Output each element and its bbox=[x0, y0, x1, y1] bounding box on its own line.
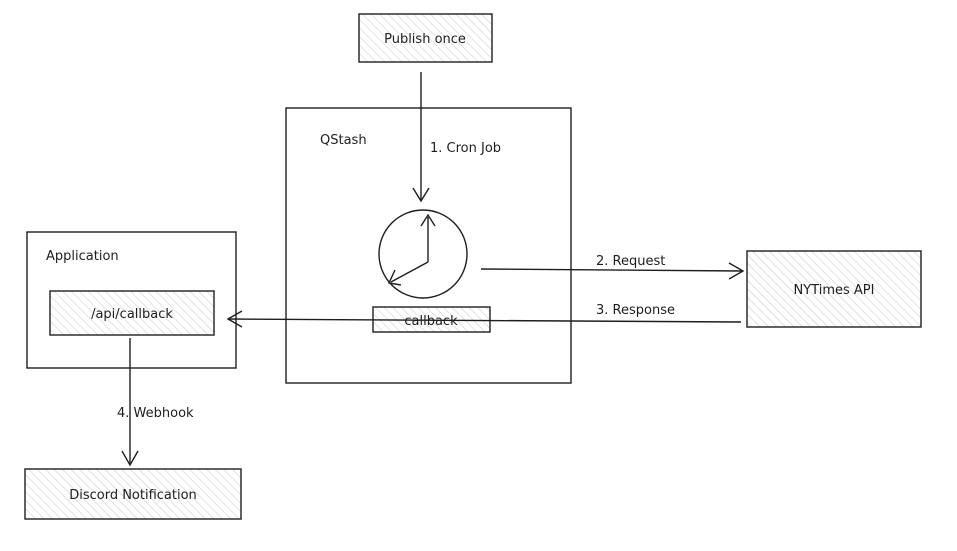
response-arrow bbox=[226, 310, 742, 328]
webhook-label: 4. Webhook bbox=[117, 406, 194, 421]
publish-once-label: Publish once bbox=[384, 32, 466, 47]
response-label: 3. Response bbox=[596, 303, 675, 318]
clock-icon bbox=[378, 209, 468, 299]
api-callback-box: /api/callback bbox=[49, 290, 215, 336]
application-label: Application bbox=[46, 249, 119, 264]
nytimes-api-label: NYTimes API bbox=[794, 283, 875, 298]
qstash-label: QStash bbox=[320, 133, 367, 148]
discord-notification-box: Discord Notification bbox=[24, 468, 242, 520]
cron-job-arrow bbox=[412, 72, 430, 203]
qstash-box: QStash bbox=[285, 107, 572, 384]
cron-job-label: 1. Cron Job bbox=[430, 141, 501, 156]
discord-notification-label: Discord Notification bbox=[69, 488, 197, 503]
api-callback-label: /api/callback bbox=[91, 307, 173, 322]
callback-label: callback bbox=[404, 314, 458, 329]
request-label: 2. Request bbox=[596, 254, 665, 269]
publish-once-box: Publish once bbox=[358, 13, 493, 63]
nytimes-api-box: NYTimes API bbox=[746, 250, 922, 328]
application-box: Application bbox=[26, 231, 237, 369]
webhook-arrow bbox=[121, 338, 139, 467]
request-arrow bbox=[480, 262, 745, 280]
